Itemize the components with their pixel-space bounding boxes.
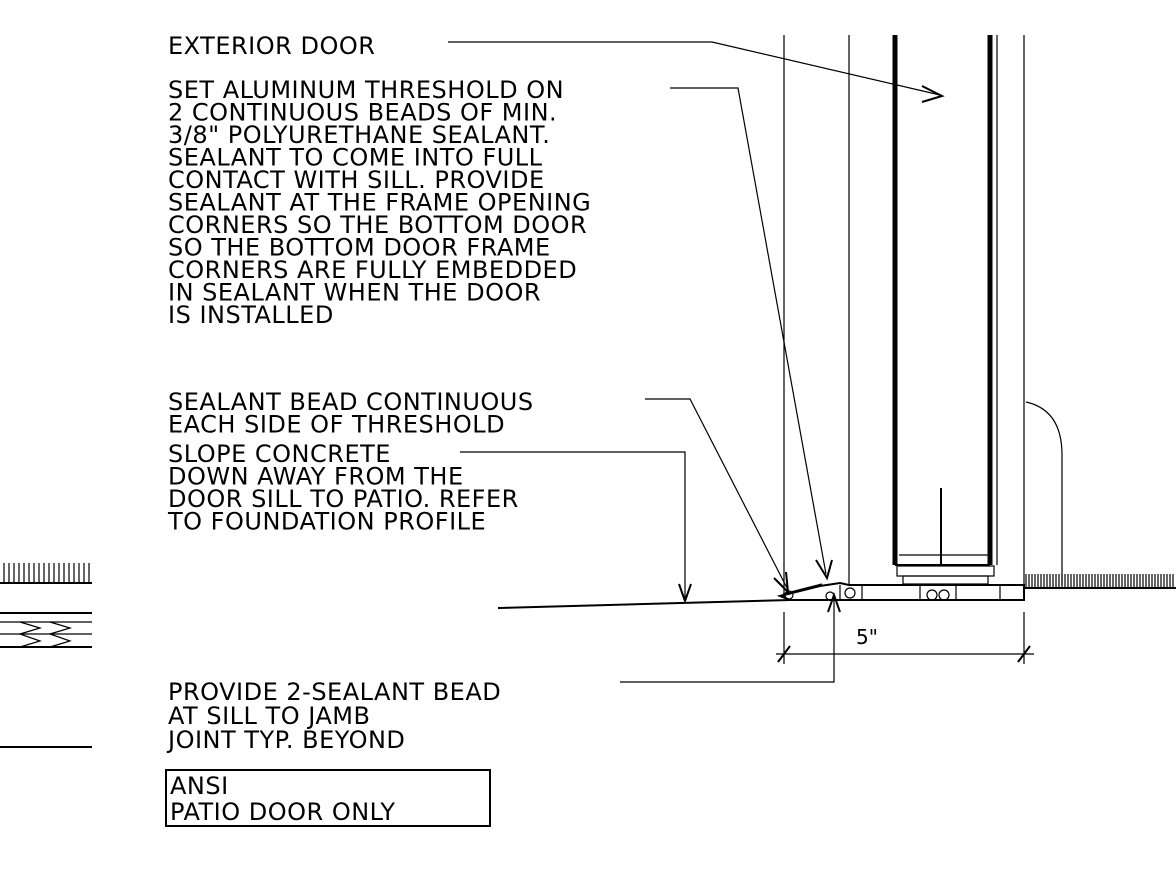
- note-threshold-line: CONTACT WITH SILL. PROVIDE: [168, 166, 545, 194]
- leader-lines: [448, 41, 945, 683]
- floor-finish-hatching: [1025, 574, 1174, 588]
- note-threshold: SET ALUMINUM THRESHOLD ON2 CONTINUOUS BE…: [168, 76, 591, 329]
- note-threshold-line: CORNERS ARE FULLY EMBEDDED: [168, 256, 577, 284]
- note-provide-line: AT SILL TO JAMB: [168, 702, 370, 730]
- note-threshold-line: 3/8" POLYURETHANE SEALANT.: [168, 121, 550, 149]
- note-sealant-line: SEALANT BEAD CONTINUOUS: [168, 388, 534, 416]
- dimension-5in: 5": [776, 612, 1034, 664]
- note-slope-line: DOWN AWAY FROM THE: [168, 463, 464, 491]
- note-exterior-door: EXTERIOR DOOR: [168, 32, 375, 60]
- annotation-notes: EXTERIOR DOOR SET ALUMINUM THRESHOLD ON2…: [166, 32, 591, 754]
- note-threshold-line: SEALANT TO COME INTO FULL: [168, 144, 543, 172]
- note-slope-line: TO FOUNDATION PROFILE: [167, 508, 486, 536]
- note-slope-line: SLOPE CONCRETE: [168, 440, 391, 468]
- note-provide-line: PROVIDE 2-SEALANT BEAD: [168, 678, 501, 706]
- label-box-line: PATIO DOOR ONLY: [170, 798, 396, 826]
- note-threshold-line: SEALANT AT THE FRAME OPENING: [168, 189, 591, 217]
- note-threshold-line: 2 CONTINUOUS BEADS OF MIN.: [168, 99, 557, 127]
- note-threshold-line: CORNERS SO THE BOTTOM DOOR: [168, 211, 587, 239]
- note-threshold-line: IS INSTALLED: [168, 301, 334, 329]
- note-provide-line: JOINT TYP. BEYOND: [166, 726, 405, 754]
- label-box-line: ANSI: [170, 772, 229, 800]
- note-threshold-line: IN SEALANT WHEN THE DOOR: [168, 279, 541, 307]
- adjacent-detail-fragment: [0, 563, 92, 748]
- door-frame: [783, 35, 1063, 598]
- note-threshold-line: SET ALUMINUM THRESHOLD ON: [168, 76, 564, 104]
- note-slope-line: DOOR SILL TO PATIO. REFER: [168, 485, 519, 513]
- dimension-label: 5": [856, 625, 878, 649]
- note-sealant-line: EACH SIDE OF THRESHOLD: [168, 411, 505, 439]
- left-hatching: [3, 563, 90, 583]
- note-threshold-line: SO THE BOTTOM DOOR FRAME: [168, 234, 551, 262]
